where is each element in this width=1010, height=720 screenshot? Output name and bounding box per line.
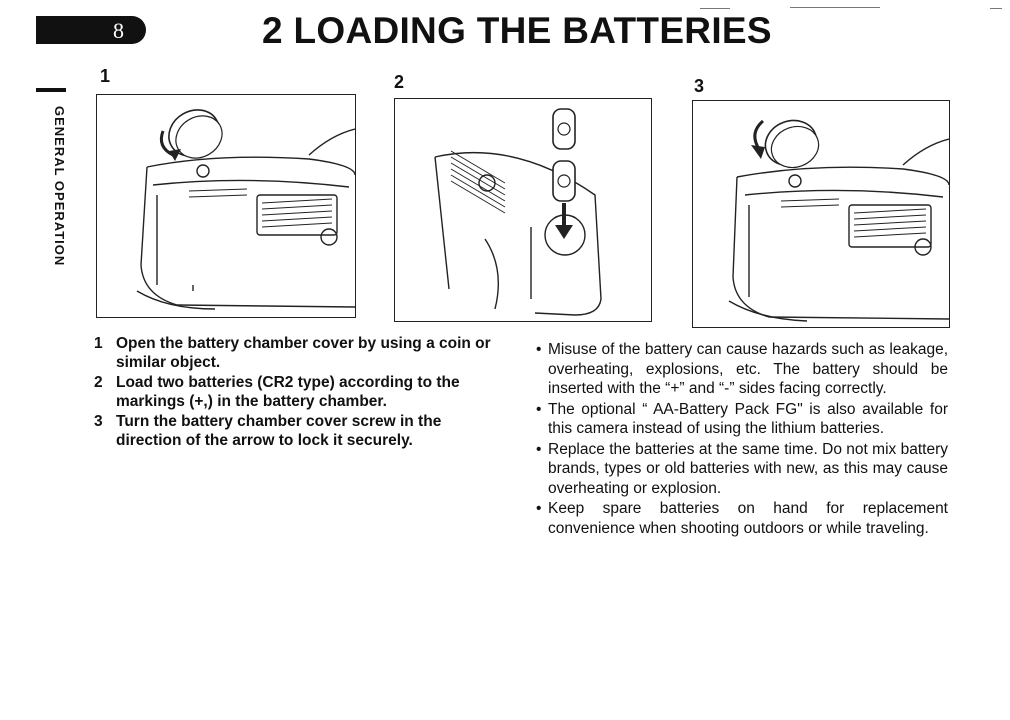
bullet-icon: •	[536, 440, 542, 458]
page-number: 8	[113, 18, 124, 43]
camera-open-cover-illustration	[136, 109, 355, 310]
caution-notes: • Misuse of the battery can cause hazard…	[536, 340, 948, 539]
note-text: The optional “ AA-Battery Pack FG" is al…	[548, 400, 948, 438]
bullet-icon: •	[536, 400, 542, 418]
scan-artifact	[700, 8, 730, 9]
step-text: Load two batteries (CR2 type) according …	[116, 374, 460, 410]
figure-3-number: 3	[694, 76, 705, 96]
section-label: GENERAL OPERATION	[52, 106, 67, 267]
figure-2-image	[394, 98, 652, 322]
note-item: • The optional “ AA-Battery Pack FG" is …	[536, 400, 948, 439]
figure-1-image	[96, 94, 356, 318]
instruction-steps: 1 Open the battery chamber cover by usin…	[94, 334, 508, 451]
step-number: 1	[94, 335, 103, 352]
battery-insertion-illustration	[434, 108, 602, 316]
bullet-icon: •	[536, 500, 542, 517]
note-text: Replace the batteries at the same time. …	[548, 440, 948, 497]
step-item: 3 Turn the battery chamber cover screw i…	[94, 412, 508, 450]
note-item: • Misuse of the battery can cause hazard…	[536, 340, 948, 399]
note-item: • Keep spare batteries on hand for repla…	[536, 499, 948, 538]
page-number-tab: 8	[36, 16, 146, 44]
note-text: Misuse of the battery can cause hazards …	[548, 341, 948, 397]
note-item: • Replace the batteries at the same time…	[536, 440, 948, 499]
step-text: Turn the battery chamber cover screw in …	[116, 413, 442, 449]
bullet-icon: •	[536, 341, 542, 358]
step-item: 1 Open the battery chamber cover by usin…	[94, 334, 508, 372]
note-text: Keep spare batteries on hand for replace…	[548, 500, 948, 537]
figure-3-image	[692, 100, 950, 328]
section-marker	[36, 88, 66, 92]
step-item: 2 Load two batteries (CR2 type) accordin…	[94, 373, 508, 411]
figure-1-number: 1	[100, 66, 111, 86]
step-number: 2	[94, 374, 103, 391]
page-title: 2 LOADING THE BATTERIES	[262, 10, 772, 51]
step-number: 3	[94, 413, 103, 430]
camera-close-cover-illustration	[728, 119, 949, 322]
step-text: Open the battery chamber cover by using …	[116, 335, 491, 371]
figure-2-number: 2	[394, 72, 405, 92]
scan-artifact	[790, 7, 880, 8]
scan-artifact	[990, 8, 1002, 9]
